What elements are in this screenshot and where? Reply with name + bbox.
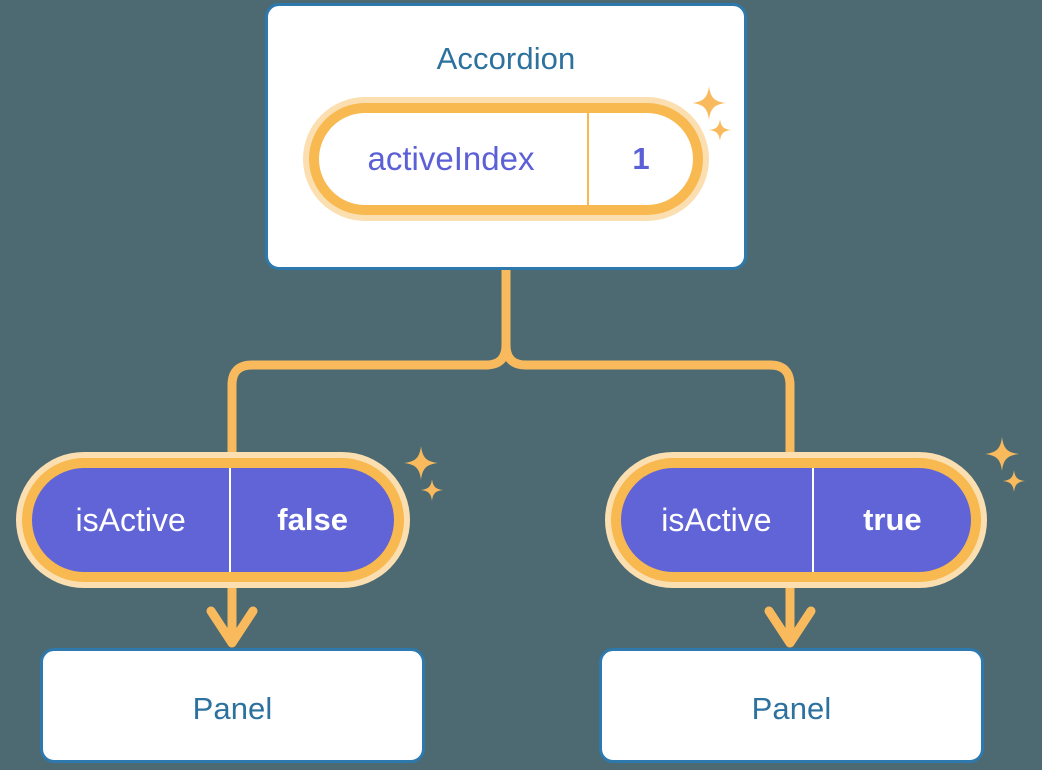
panel-title: Panel [751,691,832,726]
state-value-label: false [229,468,394,572]
sparkle-large-icon [692,86,726,120]
connector-root-to-left [227,265,511,457]
arrowhead-left-icon [206,606,258,648]
sparkle-large-icon [404,446,438,480]
sparkle-small-icon [421,479,443,501]
state-pill-is-active-left[interactable]: isActive false [16,452,410,588]
state-key-label: isActive [75,501,186,538]
component-card-panel-left[interactable]: Panel [40,648,425,763]
state-value-label: 1 [587,113,693,205]
sparkle-small-icon [1003,470,1025,492]
state-value-label: true [811,468,971,572]
state-pill-is-active-right[interactable]: isActive true [605,452,987,588]
panel-title: Panel [192,691,273,726]
pill-body: isActive true [621,468,971,572]
sparkle-small-icon [709,119,731,141]
state-key-label: isActive [661,501,772,538]
accordion-title: Accordion [436,41,576,76]
state-pill-active-index[interactable]: activeIndex 1 [303,97,709,221]
sparkle-large-icon [985,437,1019,471]
pill-body: isActive false [32,468,394,572]
state-key-label: activeIndex [367,140,535,177]
connector-root-to-right [501,265,795,457]
arrowhead-right-icon [764,606,816,648]
pill-body: activeIndex 1 [319,113,693,205]
component-card-panel-right[interactable]: Panel [599,648,984,763]
